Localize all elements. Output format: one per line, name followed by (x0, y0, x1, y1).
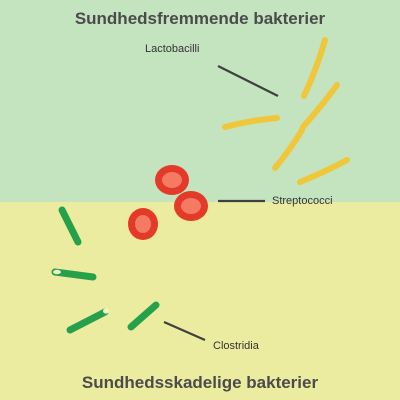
clostridium-spore (103, 308, 109, 314)
streptococcus-cell (128, 208, 158, 240)
pointer-lines (163, 65, 279, 342)
streptococci-group (128, 165, 208, 240)
streptococcus-cell (155, 165, 189, 195)
lactobacilli-group (222, 37, 350, 185)
pointer-lactobacilli (217, 65, 279, 97)
harmful-bacteria-title: Sundhedsskadelige bakterier (81, 373, 319, 392)
streptococcus-cell (174, 191, 208, 221)
beneficial-region (0, 0, 400, 202)
streptococci-label: Streptococci (272, 195, 333, 207)
pointer-clostridia (163, 320, 206, 342)
lactobacillus-rod (297, 157, 350, 185)
clostridium-rod (127, 301, 160, 331)
clostridium-spore (53, 269, 61, 275)
lactobacillus-rod (301, 37, 328, 99)
clostridium-rod (66, 308, 109, 334)
clostridium-rod (51, 268, 97, 281)
clostridia-group (51, 206, 160, 334)
harmful-region (0, 202, 400, 400)
clostridium-rod (58, 206, 82, 246)
lactobacillus-rod (222, 115, 280, 130)
beneficial-bacteria-title: Sundhedsfremmende bakterier (74, 9, 326, 28)
clostridia-label: Clostridia (213, 340, 259, 352)
lactobacillus-rod (300, 82, 340, 130)
lactobacilli-label: Lactobacilli (145, 43, 200, 55)
lactobacillus-rod (272, 127, 305, 171)
